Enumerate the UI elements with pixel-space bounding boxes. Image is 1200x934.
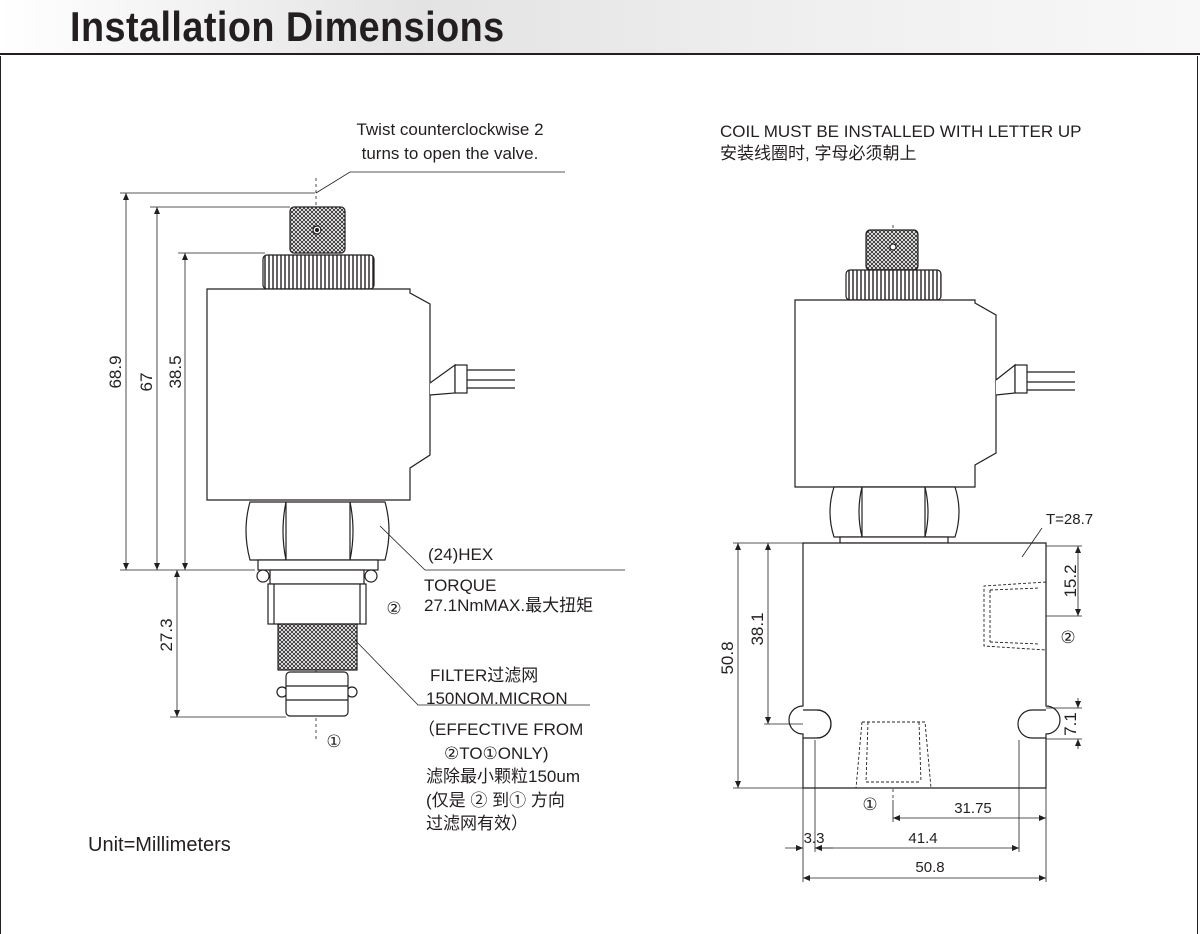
left-port-2: ② [386, 599, 401, 618]
dim-67: 67 [137, 373, 156, 392]
left-port-1: ① [326, 732, 341, 751]
right-coil [794, 299, 997, 488]
right-connector [995, 363, 1016, 396]
bottom-port-hidden [855, 721, 932, 789]
left-view-labels: Twist counterclockwise 2 turns to open t… [88, 120, 593, 856]
filter-note-2: 150NOM.MICRON [426, 689, 568, 708]
drawing-frame [0, 56, 1198, 934]
dim-27-3: 27.3 [157, 618, 176, 651]
right-view-labels: COIL MUST BE INSTALLED WITH LETTER UP 安装… [718, 122, 1093, 876]
dim-68-9: 68.9 [106, 355, 125, 388]
right-slot [1017, 709, 1046, 739]
header-rule [0, 53, 1200, 55]
header: Installation Dimensions [0, 0, 1200, 56]
twist-note-line-1: Twist counterclockwise 2 [356, 120, 543, 139]
right-hex-nut [829, 486, 960, 538]
left-filter [277, 623, 358, 671]
right-view [733, 225, 1082, 882]
dim-15-2: 15.2 [1061, 564, 1080, 597]
filter-note-6: (仅是 ② 到① 方向 [426, 791, 565, 810]
twist-note-line-2: turns to open the valve. [362, 144, 539, 163]
header-band [0, 0, 1200, 54]
right-lock-nut [845, 269, 942, 301]
page-title: Installation Dimensions [70, 3, 505, 50]
torque-label-2: 27.1NmMAX.最大扭矩 [424, 596, 593, 615]
left-hex-nut [245, 501, 390, 561]
unit-note: Unit=Millimeters [88, 834, 231, 856]
dim-41-4: 41.4 [908, 830, 937, 847]
filter-note-3: （EFFECTIVE FROM [418, 720, 583, 739]
right-port-1: ① [862, 795, 877, 814]
dim-31-75: 31.75 [954, 800, 992, 817]
filter-note-7: 过滤网有效） [426, 814, 528, 833]
left-coil [206, 288, 431, 501]
dim-50-8-horizontal: 50.8 [915, 859, 944, 876]
left-connector [429, 363, 456, 396]
dim-3-3: 3.3 [804, 830, 825, 847]
filter-note-4: ②TO①ONLY) [444, 744, 548, 763]
coil-note-line-1: COIL MUST BE INSTALLED WITH LETTER UP [720, 122, 1081, 141]
dim-38-1: 38.1 [748, 612, 767, 645]
hex-label: (24)HEX [428, 545, 493, 564]
filter-note-1: FILTER过滤网 [430, 666, 538, 685]
left-lock-nut [262, 254, 375, 290]
coil-note-line-2: 安装线圈时, 字母必须朝上 [720, 144, 916, 163]
dim-38-5: 38.5 [166, 355, 185, 388]
torque-label-1: TORQUE [424, 576, 496, 595]
left-view [120, 171, 625, 740]
thickness-label: T=28.7 [1046, 511, 1093, 528]
dim-7-1: 7.1 [1061, 712, 1080, 736]
side-port-hidden [983, 581, 1047, 651]
right-port-2: ② [1060, 628, 1075, 647]
filter-note-5: 滤除最小颗粒150um [426, 767, 580, 786]
dim-50-8-vertical: 50.8 [718, 641, 737, 674]
